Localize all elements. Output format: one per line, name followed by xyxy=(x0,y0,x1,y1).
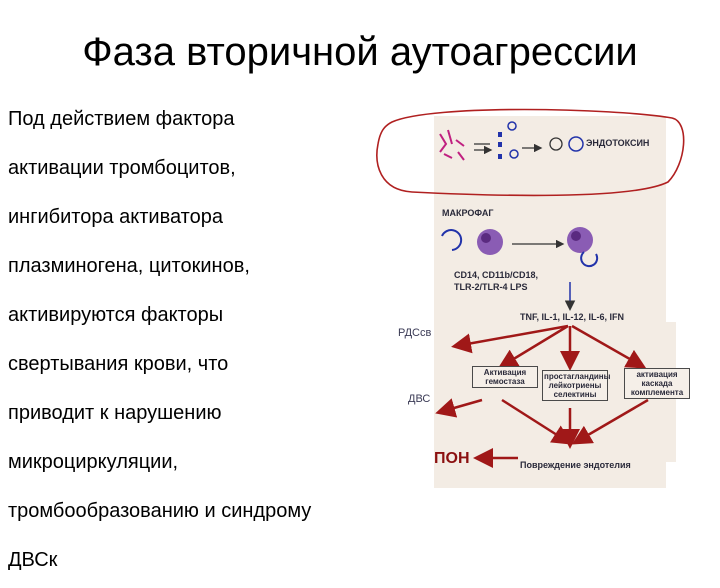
label-receptors-1: CD14, CD11b/CD18, xyxy=(454,270,539,280)
body-line: активируются факторы xyxy=(8,304,224,326)
cytokine-arrows xyxy=(451,324,647,371)
body-line: тромбообразованию и синдрому xyxy=(8,500,312,522)
label-endotoxin: ЭНДОТОКСИН xyxy=(586,138,650,148)
body-line: плазминогена, цитокинов, xyxy=(8,255,250,277)
diagram-graphics xyxy=(376,108,685,488)
highlight-loop xyxy=(376,108,685,197)
body-line: свертывания крови, что xyxy=(8,353,229,375)
macrophage-cells xyxy=(441,227,599,268)
convergence-arrows xyxy=(435,398,649,468)
body-line: активации тромбоцитов, xyxy=(8,157,236,179)
label-dvs: ДВС xyxy=(408,393,431,405)
box-prostaglandins: простагландины лейкотриены селектины xyxy=(542,370,611,401)
body-text: Под действием фактора активации тромбоци… xyxy=(8,98,388,588)
label-pon: ПОН xyxy=(434,450,470,467)
body-line: ДВСк xyxy=(8,549,58,571)
body-line: Под действием фактора xyxy=(8,108,235,130)
endotoxin-molecules xyxy=(439,121,584,161)
slide-title: Фаза вторичной аутоагрессии xyxy=(82,30,638,74)
box-hemostasis: Активация гемостаза xyxy=(472,366,538,388)
label-macrophage: МАКРОФАГ xyxy=(442,208,494,218)
pathogenesis-diagram: ЭНДОТОКСИН МАКРОФАГ CD14, CD11b/CD18, TL… xyxy=(372,104,690,490)
body-line: приводит к нарушению xyxy=(8,402,222,424)
label-rds: РДСсв xyxy=(398,327,432,339)
label-endothelium: Повреждение эндотелия xyxy=(520,460,631,470)
label-receptors-2: TLR-2/TLR-4 LPS xyxy=(454,282,528,292)
box-complement: активация каскада комплемента xyxy=(624,368,690,399)
label-cytokines: TNF, IL-1, IL-12, IL-6, IFN xyxy=(520,312,625,322)
body-line: микроциркуляции, xyxy=(8,451,179,473)
body-line: ингибитора активатора xyxy=(8,206,223,228)
